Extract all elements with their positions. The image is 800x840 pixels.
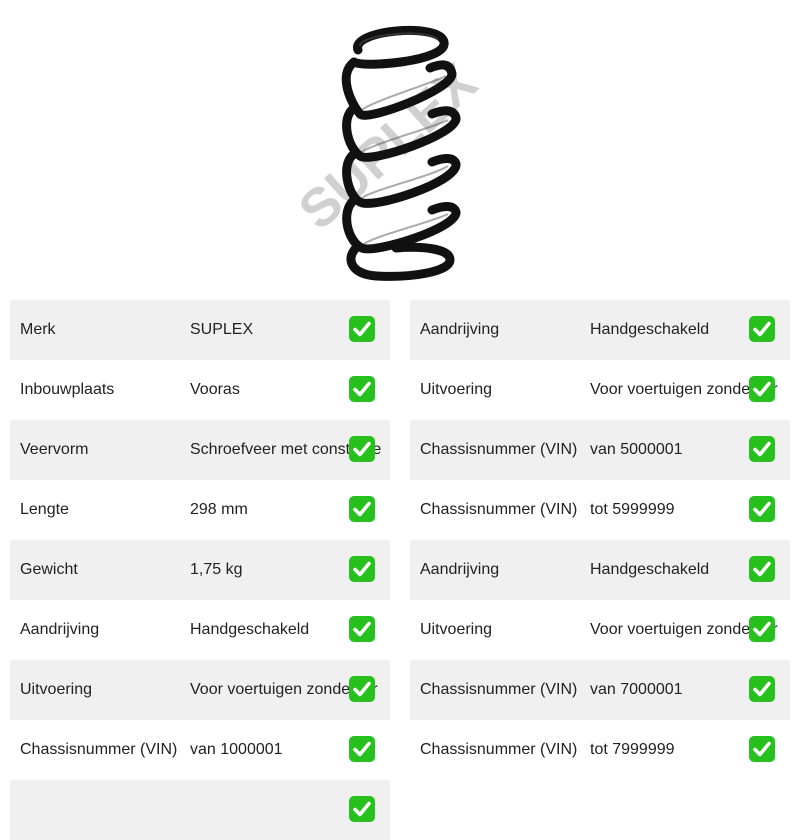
spec-value: tot 5999999: [590, 501, 675, 518]
spec-value: Schroefveer met constante: [190, 441, 382, 458]
spec-row: Aandrijving Handgeschakeld: [10, 600, 390, 660]
spec-label: Uitvoering: [20, 681, 93, 698]
spec-value: Handgeschakeld: [590, 321, 710, 338]
spec-value: SUPLEX: [190, 321, 254, 338]
coil-spring-image: SUPLEX: [300, 25, 488, 281]
spec-row: Aandrijving Handgeschakeld: [410, 300, 790, 360]
check-mark-icon: [749, 496, 775, 522]
spec-label: Chassisnummer (VIN): [420, 681, 578, 698]
check-mark-icon: [749, 556, 775, 582]
spec-value: Voor voertuigen zonder air: [590, 621, 778, 638]
check-mark-icon: [349, 676, 375, 702]
spec-value: van 7000001: [590, 681, 683, 698]
spec-row: Chassisnummer (VIN) van 1000001: [10, 720, 390, 780]
spec-row: Inbouwplaats Vooras: [10, 360, 390, 420]
spec-row: Gewicht 1,75 kg: [10, 540, 390, 600]
spec-row: Merk SUPLEX: [10, 300, 390, 360]
spec-value: Handgeschakeld: [590, 561, 710, 578]
spec-label: Veervorm: [20, 441, 89, 458]
check-mark-icon: [749, 436, 775, 462]
spec-value: 298 mm: [190, 501, 248, 518]
check-mark-icon: [349, 736, 375, 762]
spec-label: Gewicht: [20, 561, 78, 578]
spec-label: Aandrijving: [420, 561, 500, 578]
check-mark-icon: [749, 616, 775, 642]
spec-label: Inbouwplaats: [20, 381, 115, 398]
spec-label: Uitvoering: [420, 381, 493, 398]
spec-label: Chassisnummer (VIN): [420, 741, 578, 758]
spec-row: Veervorm Schroefveer met constante: [10, 420, 390, 480]
spec-value: Vooras: [190, 381, 240, 398]
spec-label: Chassisnummer (VIN): [420, 441, 578, 458]
spec-row: Uitvoering Voor voertuigen zonder air: [10, 660, 390, 720]
check-mark-icon: [749, 676, 775, 702]
spec-value: tot 7999999: [590, 741, 675, 758]
spec-value: van 5000001: [590, 441, 683, 458]
check-mark-icon: [349, 376, 375, 402]
spec-row: Chassisnummer (VIN) van 7000001: [410, 660, 790, 720]
spec-row: Chassisnummer (VIN) van 5000001: [410, 420, 790, 480]
spec-row: Chassisnummer (VIN) tot 5999999: [410, 480, 790, 540]
spec-label: Uitvoering: [420, 621, 493, 638]
check-mark-icon: [749, 316, 775, 342]
check-mark-icon: [349, 556, 375, 582]
spec-label: Merk: [20, 321, 56, 338]
spec-row: Lengte 298 mm: [10, 480, 390, 540]
check-mark-icon: [349, 496, 375, 522]
check-mark-icon: [749, 376, 775, 402]
spec-row: Aandrijving Handgeschakeld: [410, 540, 790, 600]
check-mark-icon: [349, 436, 375, 462]
spec-label: Aandrijving: [20, 621, 100, 638]
spec-row: Chassisnummer (VIN) tot 7999999: [410, 720, 790, 780]
spec-value: van 1000001: [190, 741, 283, 758]
spec-label: Aandrijving: [420, 321, 500, 338]
check-mark-icon: [349, 316, 375, 342]
spec-label: Chassisnummer (VIN): [20, 741, 178, 758]
product-image-area: SUPLEX: [0, 0, 800, 300]
spec-row: Uitvoering Voor voertuigen zonder air: [410, 360, 790, 420]
spec-row: Uitvoering Voor voertuigen zonder air: [410, 600, 790, 660]
spec-label: Lengte: [20, 501, 69, 518]
spec-row: [10, 780, 390, 840]
check-mark-icon: [349, 616, 375, 642]
check-mark-icon: [749, 736, 775, 762]
spec-value: Voor voertuigen zonder air: [190, 681, 378, 698]
spec-label: Chassisnummer (VIN): [420, 501, 578, 518]
spec-value: Voor voertuigen zonder air: [590, 381, 778, 398]
spec-value: Handgeschakeld: [190, 621, 310, 638]
spec-value: 1,75 kg: [190, 561, 243, 578]
